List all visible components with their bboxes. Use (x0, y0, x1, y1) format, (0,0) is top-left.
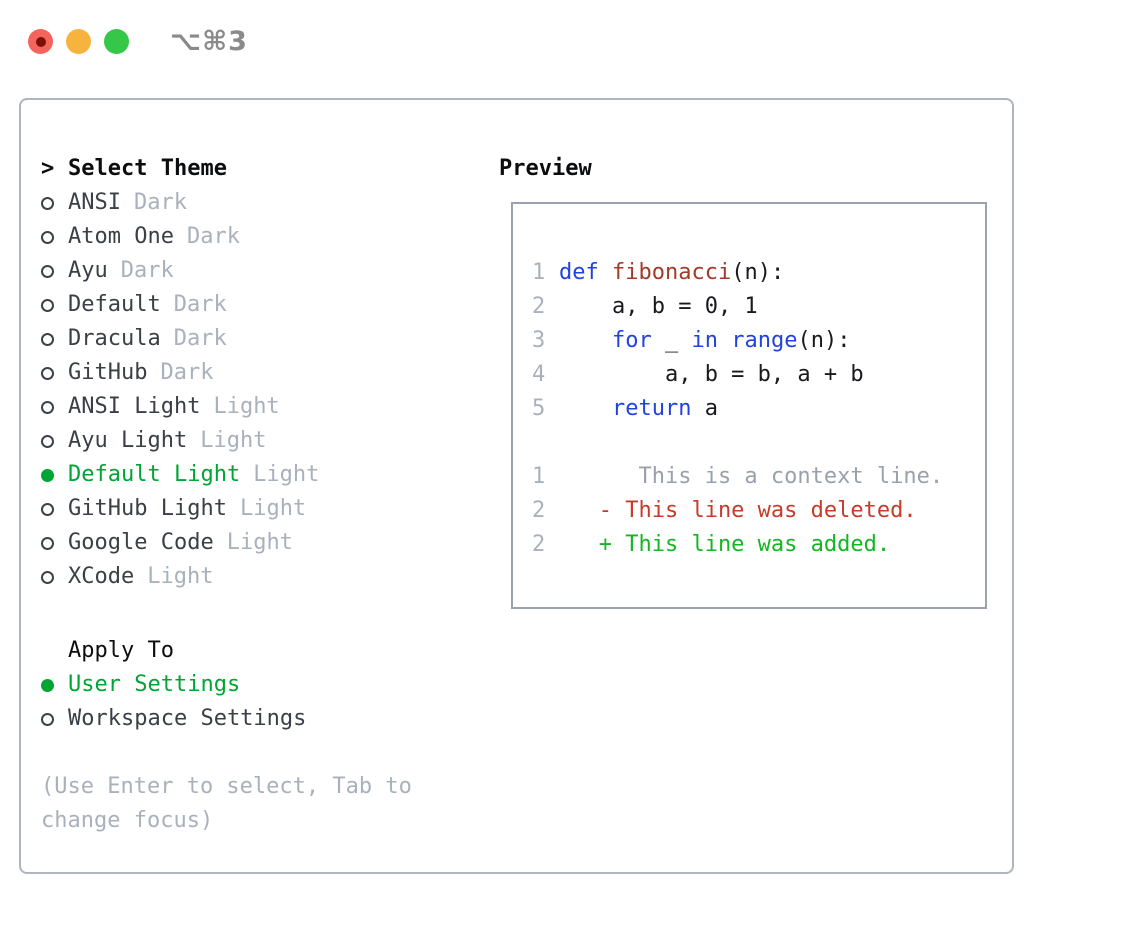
theme-variant-tag: Light (200, 428, 267, 453)
theme-variant-tag: Dark (133, 190, 187, 215)
theme-variant-tag: Dark (186, 224, 240, 249)
apply-option-workspace-settings[interactable]: Workspace Settings (41, 702, 412, 736)
code-line: 4 a, b = b, a + b (532, 358, 985, 392)
apply-option-user-settings[interactable]: User Settings (41, 668, 412, 702)
theme-variant-tag: Light (213, 394, 280, 419)
line-number: 2 (532, 294, 546, 319)
theme-variant-tag: Dark (173, 292, 227, 317)
apply-to-title: Apply To (68, 638, 174, 663)
apply-to-header-row: Apply To (41, 634, 412, 668)
radio-icon (41, 366, 54, 380)
code-line: 2 a, b = 0, 1 (532, 290, 985, 324)
radio-selected-icon (41, 468, 54, 482)
theme-variant-tag: Light (226, 530, 293, 555)
line-number: 2 (532, 498, 546, 523)
line-number: 3 (532, 328, 546, 353)
radio-icon (41, 434, 54, 448)
minimize-button-icon[interactable] (66, 29, 91, 54)
line-number: 1 (532, 260, 546, 285)
radio-icon (41, 400, 54, 414)
hint-line-1: (Use Enter to select, Tab to (41, 774, 412, 799)
diff-context-line: 1 This is a context line. (532, 460, 985, 494)
zoom-button-icon[interactable] (104, 29, 129, 54)
prompt-caret-icon: > (41, 156, 55, 181)
radio-icon (41, 196, 54, 210)
theme-variant-tag: Dark (173, 326, 227, 351)
code-line: 3 for _ in range(n): (532, 324, 985, 358)
code-line: 5 return a (532, 392, 985, 426)
preview-title: Preview (499, 156, 592, 181)
line-number: 1 (532, 464, 546, 489)
hint-line-2: change focus) (41, 808, 214, 833)
radio-icon (41, 570, 54, 584)
theme-variant-tag: Light (239, 496, 307, 521)
radio-icon (41, 264, 54, 278)
close-modified-dot-icon (35, 36, 46, 47)
keyboard-hint: (Use Enter to select, Tab to change focu… (41, 770, 412, 838)
blank-line (532, 426, 985, 460)
select-theme-title: Select Theme (68, 156, 227, 181)
radio-icon (41, 712, 54, 726)
window-title: ⌥⌘3 (170, 26, 248, 57)
close-button-icon[interactable] (28, 29, 53, 54)
theme-variant-tag: Dark (160, 360, 214, 385)
radio-icon (41, 536, 54, 550)
theme-variant-tag: Light (253, 462, 320, 487)
radio-icon (41, 332, 54, 346)
line-number: 4 (532, 362, 546, 387)
apply-to-section: Apply To User Settings Workspace Setting… (41, 634, 412, 736)
line-number: 2 (532, 532, 546, 557)
theme-variant-tag: Dark (120, 258, 174, 283)
line-number: 5 (532, 396, 546, 421)
titlebar: ⌥⌘3 (28, 26, 248, 57)
radio-icon (41, 298, 54, 312)
radio-selected-icon (41, 678, 54, 692)
radio-icon (41, 502, 54, 516)
diff-deleted-line: 2 - This line was deleted. (532, 494, 985, 528)
theme-variant-tag: Light (147, 564, 214, 589)
theme-list-header: > Select Theme (41, 152, 412, 186)
diff-added-line: 2 + This line was added. (532, 528, 985, 562)
radio-icon (41, 230, 54, 244)
